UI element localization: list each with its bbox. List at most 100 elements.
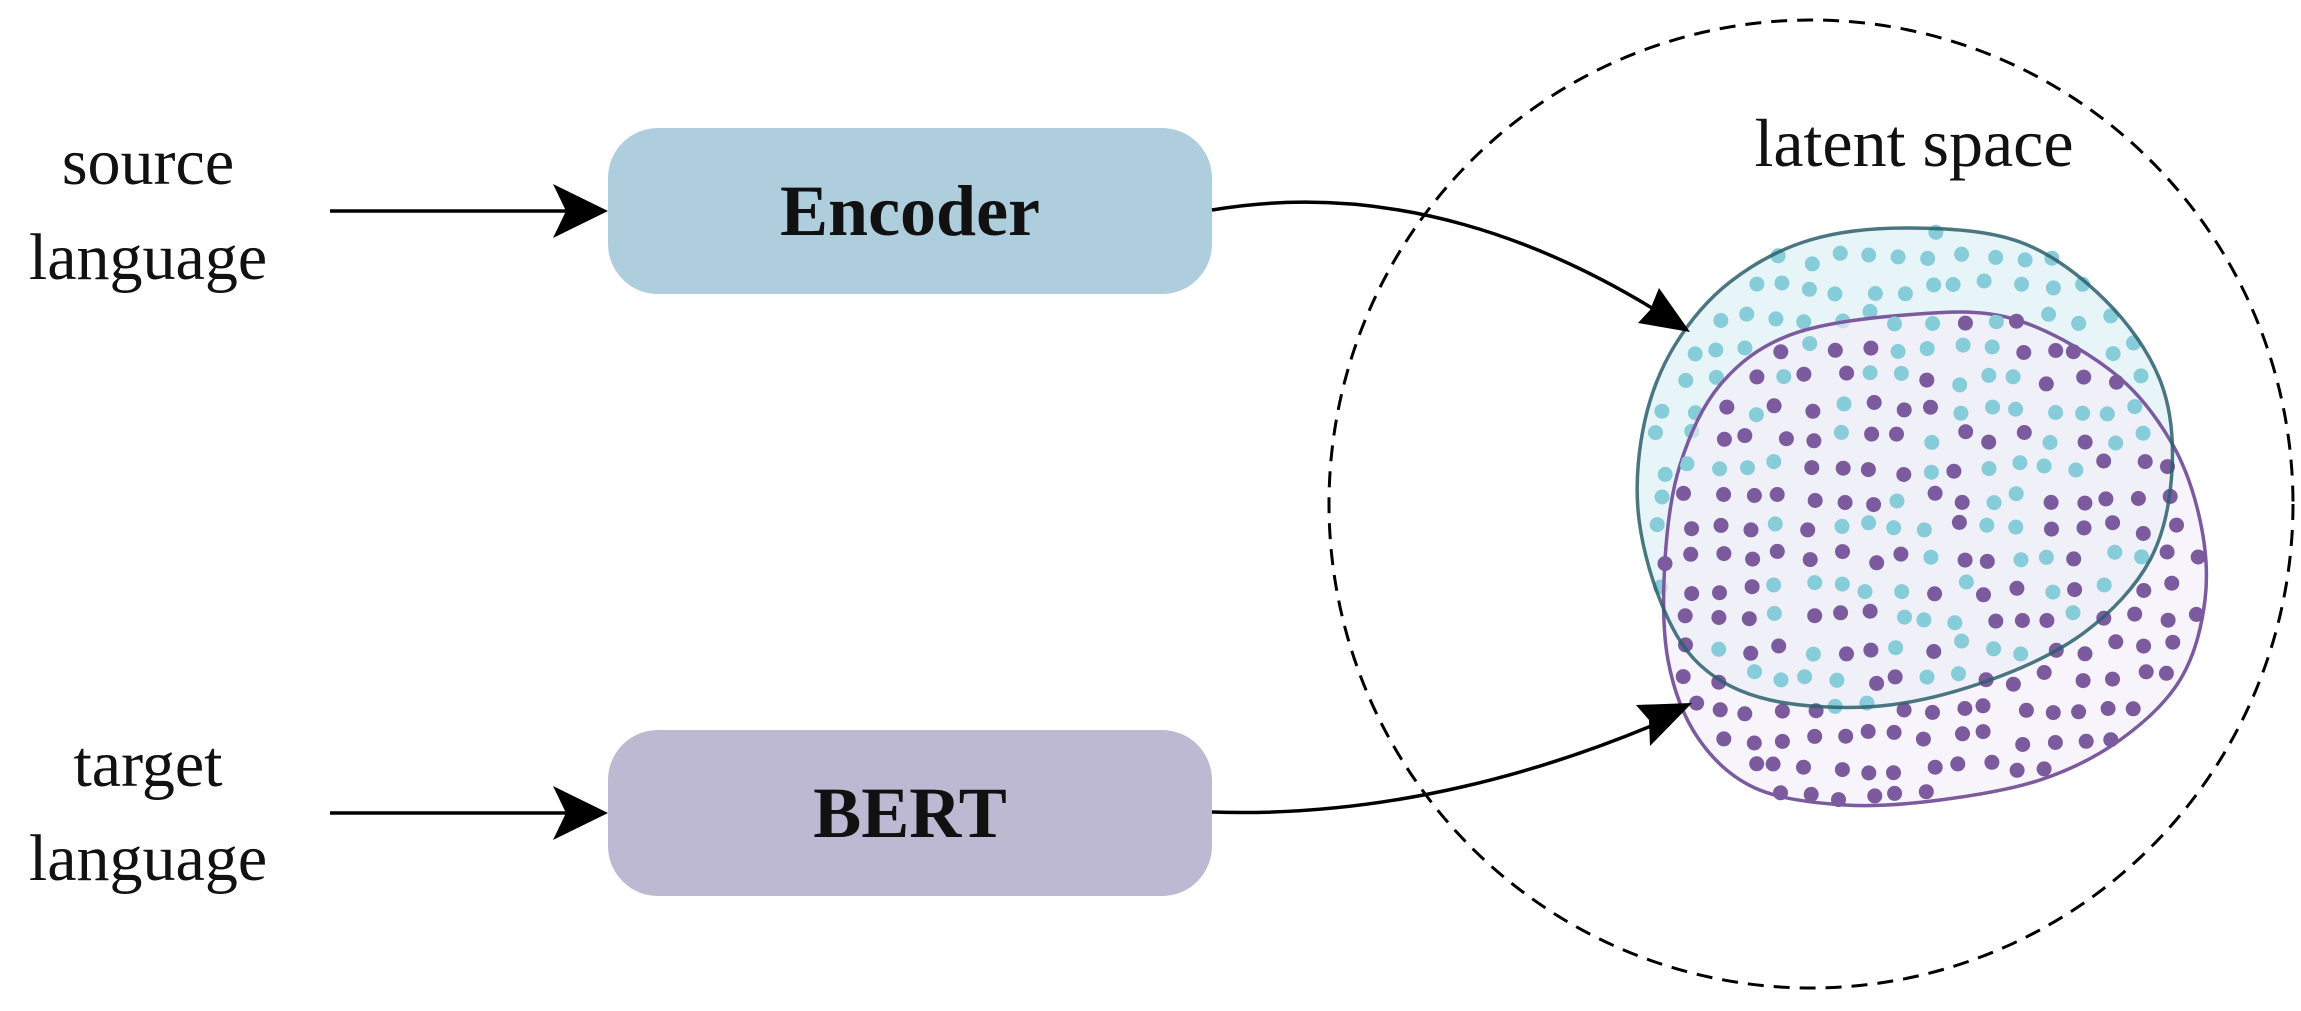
target-embedding-dot xyxy=(1749,756,1765,772)
source-embedding-dot xyxy=(1708,369,1724,385)
source-embedding-dot xyxy=(2005,369,2021,385)
target-embedding-dot xyxy=(2014,613,2030,628)
target-embedding-dot xyxy=(1716,731,1732,747)
source-embedding-dot xyxy=(1713,313,1729,328)
target-embedding-dot xyxy=(1769,543,1785,559)
target-embedding-dot xyxy=(1957,701,1973,716)
target-embedding-dot xyxy=(1896,702,1912,718)
target-embedding-dot xyxy=(2075,673,2091,689)
source-embedding-dot xyxy=(1657,466,1673,482)
target-embedding-dot xyxy=(1860,723,1876,739)
source-embedding-dot xyxy=(1916,612,1932,628)
target-embedding-dot xyxy=(2016,425,2032,440)
target-embedding-dot xyxy=(1981,434,1997,450)
source-embedding-dot xyxy=(1708,342,1724,358)
source-embedding-dot xyxy=(1925,316,1941,331)
source-embedding-dot xyxy=(1954,246,1970,262)
source-language-line1: source xyxy=(62,126,234,199)
target-embedding-dot xyxy=(2105,671,2120,687)
target-embedding-dot xyxy=(1886,765,1901,781)
source-embedding-dot xyxy=(1926,277,1942,293)
source-embedding-dot xyxy=(1916,522,1932,538)
source-embedding-dot xyxy=(1679,456,1695,472)
target-embedding-dot xyxy=(2164,575,2180,591)
bert-to-latent-arrow xyxy=(1211,716,1671,815)
target-embedding-dot xyxy=(1676,485,1691,501)
source-embedding-dot xyxy=(1988,249,2004,265)
source-embedding-dot xyxy=(1981,461,1997,477)
target-embedding-dot xyxy=(2047,735,2063,750)
target-embedding-dot xyxy=(2105,515,2121,531)
latent-space-label: latent space xyxy=(1754,105,2073,181)
target-embedding-dot xyxy=(2009,580,2025,596)
target-embedding-dot xyxy=(2136,583,2152,598)
target-embedding-dot xyxy=(2009,313,2024,329)
encoder-to-latent-arrow xyxy=(1211,200,1683,329)
target-embedding-dot xyxy=(1803,786,1819,802)
target-embedding-dot xyxy=(1737,428,1753,444)
target-embedding-dot xyxy=(1796,366,1812,382)
target-embedding-dot xyxy=(1862,603,1878,619)
target-embedding-dot xyxy=(1863,340,1879,356)
target-embedding-dot xyxy=(2096,453,2112,469)
target-embedding-dot xyxy=(2018,702,2034,718)
target-embedding-dot xyxy=(1774,703,1790,719)
source-embedding-dot xyxy=(1988,314,2004,330)
source-embedding-dot xyxy=(1924,434,1940,450)
source-embedding-dot xyxy=(1954,633,1970,649)
source-embedding-dot xyxy=(1767,516,1783,532)
target-embedding-dot xyxy=(1712,585,1727,601)
target-embedding-dot xyxy=(1835,544,1850,560)
source-embedding-dot xyxy=(2099,406,2115,422)
target-embedding-dot xyxy=(2159,544,2175,560)
target-embedding-dot xyxy=(1927,485,1943,501)
target-embedding-dot xyxy=(1807,728,1823,744)
target-embedding-dot xyxy=(1773,344,1789,360)
target-embedding-dot xyxy=(1893,546,1909,562)
target-embedding-dot xyxy=(1988,613,2004,629)
source-embedding-dot xyxy=(1862,304,1878,319)
target-embedding-dot xyxy=(2135,526,2151,541)
target-embedding-dot xyxy=(1975,724,1991,740)
target-embedding-dot xyxy=(1746,488,1762,503)
source-embedding-dot xyxy=(2068,462,2084,478)
target-embedding-dot xyxy=(1957,315,1973,331)
source-embedding-dot xyxy=(1887,316,1902,332)
target-embedding-dot xyxy=(1746,735,1762,751)
target-embedding-dot xyxy=(1773,785,1788,801)
source-embedding-dot xyxy=(2135,425,2151,441)
target-embedding-dot xyxy=(2077,495,2093,511)
target-embedding-dot xyxy=(1769,487,1785,502)
target-embedding-dot xyxy=(1839,365,1855,381)
target-embedding-dot xyxy=(2125,701,2141,717)
target-embedding-dot xyxy=(1683,546,1699,562)
target-embedding-dot xyxy=(2048,343,2064,358)
target-embedding-dot xyxy=(1860,462,1876,478)
source-embedding-dot xyxy=(1834,576,1850,592)
target-language-line2: language xyxy=(29,822,267,895)
target-embedding-dot xyxy=(1950,756,1966,772)
source-embedding-dot xyxy=(1920,250,1936,266)
source-embedding-dot xyxy=(1747,664,1762,680)
source-embedding-dot xyxy=(1836,396,1852,412)
target-embedding-dot xyxy=(1927,759,1943,775)
source-embedding-dot xyxy=(1986,495,2002,511)
source-embedding-dot xyxy=(1739,306,1755,322)
target-embedding-dot xyxy=(2138,664,2154,680)
source-embedding-dot xyxy=(1890,344,1906,359)
source-embedding-dot xyxy=(1886,520,1902,536)
source-embedding-dot xyxy=(1976,273,1992,289)
target-embedding-dot xyxy=(1887,785,1903,801)
source-embedding-dot xyxy=(1861,515,1877,531)
target-embedding-dot xyxy=(2158,665,2174,681)
target-embedding-dot xyxy=(1918,784,1934,800)
target-embedding-dot xyxy=(2188,606,2204,622)
target-embedding-dot xyxy=(1716,546,1732,562)
target-embedding-dot xyxy=(2160,612,2176,628)
target-embedding-dot xyxy=(1869,675,1885,691)
target-embedding-dot xyxy=(1951,514,1967,530)
source-embedding-dot xyxy=(1923,549,1939,565)
target-embedding-dot xyxy=(1749,369,1765,385)
source-embedding-dot xyxy=(1861,247,1877,263)
source-embedding-dot xyxy=(1952,377,1968,393)
